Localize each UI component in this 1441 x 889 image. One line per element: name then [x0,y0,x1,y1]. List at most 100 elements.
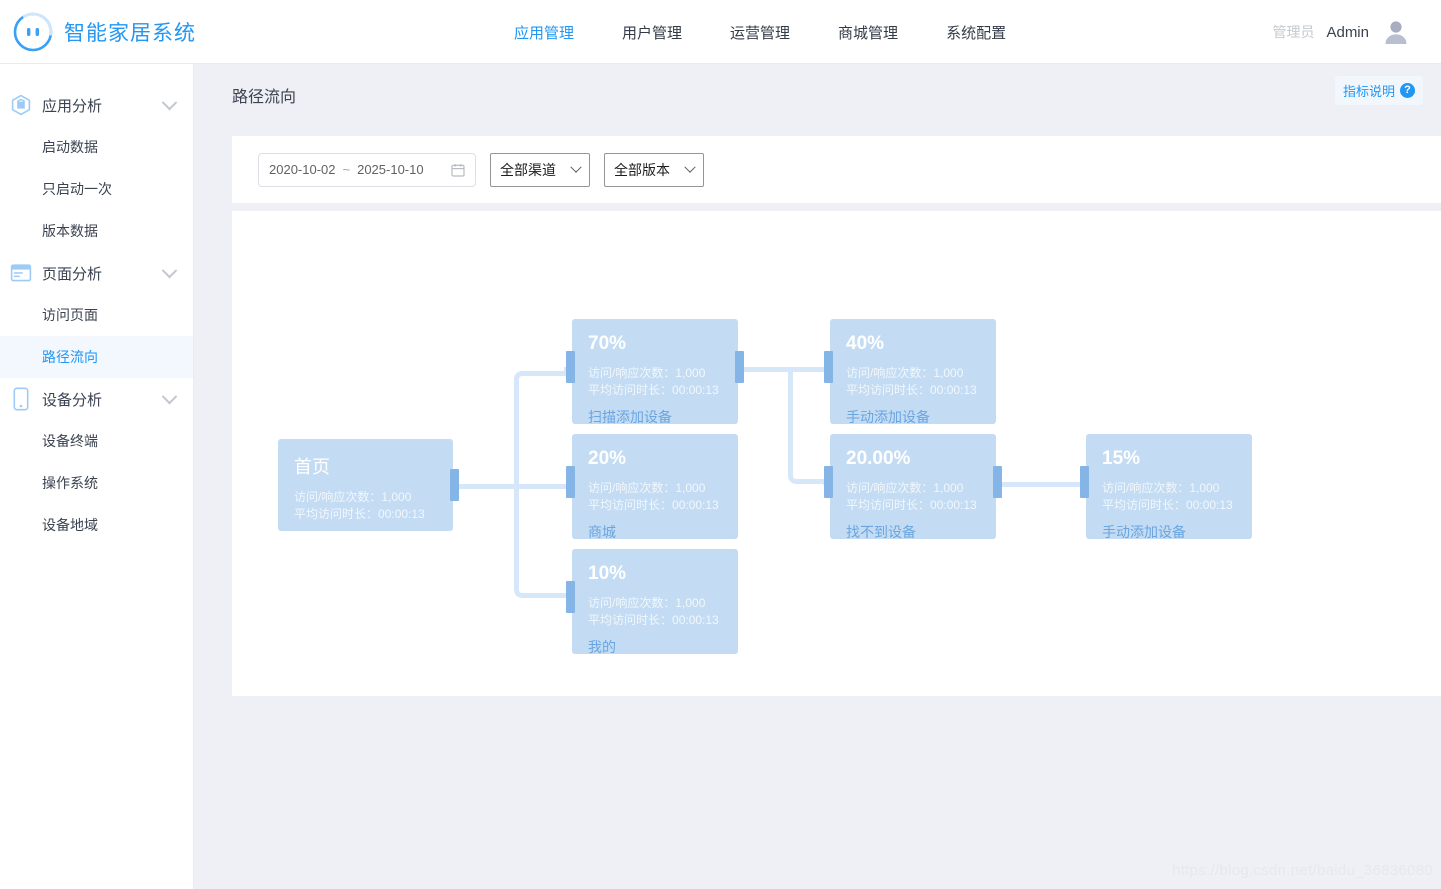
flow-node-connector-tab [1080,466,1089,498]
date-range-picker[interactable]: 2020-10-02 ~ 2025-10-10 [258,152,476,187]
nav-item-user-management[interactable]: 用户管理 [622,24,683,42]
flow-node-visits: 访问/响应次数：1,000 [1102,481,1220,495]
sidebar-group-label: 应用分析 [42,97,103,115]
nav-item-mall-management[interactable]: 商城管理 [838,24,899,42]
main-nav: 应用管理 用户管理 运营管理 商城管理 系统配置 [490,0,1030,64]
page-title: 路径流向 [232,89,297,106]
flow-node-duration: 平均访问时长：00:00:13 [294,507,425,521]
sidebar-item-startup-data[interactable]: 启动数据 [42,139,98,155]
flow-node-duration: 平均访问时长：00:00:13 [588,498,719,512]
flow-node-title: 20.00% [846,448,911,469]
flow-node-label: 手动添加设备 [846,409,930,425]
sidebar: 应用分析 启动数据 只启动一次 版本数据 页面分析 访问页面 路径流向 设备分析… [0,64,194,889]
flow-node-visits: 访问/响应次数：1,000 [846,366,964,380]
metric-help-label: 指标说明 [1342,84,1395,99]
chevron-down-icon[interactable] [161,388,178,404]
user-name: Admin [1326,23,1369,41]
flow-node-label: 找不到设备 [846,524,916,540]
flow-node-visits: 访问/响应次数：1,000 [588,596,706,610]
flow-node[interactable]: 首页 访问/响应次数：1,000 平均访问时长：00:00:13 [278,439,459,531]
chevron-down-icon[interactable] [161,262,178,278]
chevron-down-icon [684,161,696,173]
flow-node-connector-tab [566,581,575,613]
path-flow-diagram: 首页 访问/响应次数：1,000 平均访问时长：00:00:13 70% 访问/… [232,211,1441,696]
flow-node-title: 70% [588,333,627,354]
flow-node-label: 我的 [588,639,616,655]
flow-node-label: 商城 [588,524,616,540]
sidebar-group-app-analysis[interactable]: 应用分析 [0,84,193,126]
watermark: https://blog.csdn.net/baidu_36836080 [1171,862,1433,879]
sidebar-item-device-terminal[interactable]: 设备终端 [42,433,98,449]
sidebar-item-single-launch[interactable]: 只启动一次 [42,181,112,197]
flow-node-duration: 平均访问时长：00:00:13 [846,498,977,512]
brand[interactable]: 智能家居系统 [12,11,196,53]
flow-node-connector-tab [735,351,744,383]
nav-item-operation-management[interactable]: 运营管理 [730,24,791,42]
flow-node[interactable]: 70% 访问/响应次数：1,000 平均访问时长：00:00:13 扫描添加设备 [566,319,744,425]
sidebar-item-visit-pages[interactable]: 访问页面 [42,307,98,323]
flow-connector [514,371,570,487]
flow-node-connector-tab [993,466,1002,498]
chevron-down-icon[interactable] [161,94,178,110]
flow-node[interactable]: 15% 访问/响应次数：1,000 平均访问时长：00:00:13 手动添加设备 [1080,434,1252,540]
flow-node-visits: 访问/响应次数：1,000 [588,366,706,380]
sidebar-item-device-region[interactable]: 设备地域 [42,517,98,533]
flow-node-title: 20% [588,448,627,469]
brand-name: 智能家居系统 [64,21,196,45]
nav-item-app-management[interactable]: 应用管理 [514,24,575,42]
user-role: 管理员 [1272,24,1315,40]
flow-node-title: 10% [588,563,627,584]
flow-node-visits: 访问/响应次数：1,000 [846,481,964,495]
flow-node-title: 首页 [294,457,330,477]
flow-node-connector-tab [566,466,575,498]
flow-node[interactable]: 20.00% 访问/响应次数：1,000 平均访问时长：00:00:13 找不到… [824,434,1002,540]
flow-node-visits: 访问/响应次数：1,000 [294,490,412,504]
flow-node-connector-tab [824,351,833,383]
date-range-start: 2020-10-02 [269,162,336,177]
sidebar-item-path-flow[interactable]: 路径流向 [0,336,193,378]
user-avatar-icon[interactable] [1381,17,1411,47]
flow-node[interactable]: 40% 访问/响应次数：1,000 平均访问时长：00:00:13 手动添加设备 [824,319,996,425]
date-range-end: 2025-10-10 [357,162,424,177]
sidebar-item-version-data[interactable]: 版本数据 [42,223,98,239]
flow-node-title: 40% [846,333,885,354]
sidebar-group-device-analysis[interactable]: 设备分析 [0,378,193,420]
sidebar-item-operating-system[interactable]: 操作系统 [42,475,98,491]
sidebar-group-page-analysis[interactable]: 页面分析 [0,252,193,294]
user-box[interactable]: 管理员 Admin [1272,0,1411,64]
date-range-separator: ~ [342,162,351,177]
flow-node[interactable]: 20% 访问/响应次数：1,000 平均访问时长：00:00:13 商城 [566,434,738,540]
sidebar-group-label: 页面分析 [42,265,103,283]
channel-select[interactable]: 全部渠道 [490,152,590,187]
window-icon [8,260,34,286]
flow-node-title: 15% [1102,448,1141,469]
flow-node-duration: 平均访问时长：00:00:13 [846,383,977,397]
filter-panel: 2020-10-02 ~ 2025-10-10 全部渠道 全部版本 [232,136,1441,203]
page-header: 路径流向 指标说明 ? [194,64,1441,126]
flow-node-connector-tab [566,351,575,383]
flow-node-connector-tab [450,469,459,501]
sidebar-group-label: 设备分析 [42,391,103,409]
nav-item-system-config[interactable]: 系统配置 [946,24,1007,42]
channel-select-value: 全部渠道 [500,161,556,178]
flow-node[interactable]: 10% 访问/响应次数：1,000 平均访问时长：00:00:13 我的 [566,549,738,655]
version-select-value: 全部版本 [614,161,670,178]
flow-connector [739,367,825,372]
top-bar: 智能家居系统 应用管理 用户管理 运营管理 商城管理 系统配置 管理员 Admi… [0,0,1441,64]
metric-help-button[interactable]: 指标说明 ? [1334,76,1423,105]
flow-connector [788,367,828,484]
flow-connector [514,484,574,489]
flow-connector [450,484,514,489]
flow-node-duration: 平均访问时长：00:00:13 [588,613,719,627]
flow-node-label: 扫描添加设备 [588,409,672,425]
version-select[interactable]: 全部版本 [604,152,704,187]
flow-connector [995,482,1081,487]
flow-node-duration: 平均访问时长：00:00:13 [1102,498,1233,512]
calendar-icon [451,163,465,177]
flow-node-label: 手动添加设备 [1102,524,1186,540]
flow-node-duration: 平均访问时长：00:00:13 [588,383,719,397]
chevron-down-icon [570,161,582,173]
flow-node-connector-tab [824,466,833,498]
question-circle-icon: ? [1400,83,1415,98]
socket-circle-icon [12,11,54,53]
